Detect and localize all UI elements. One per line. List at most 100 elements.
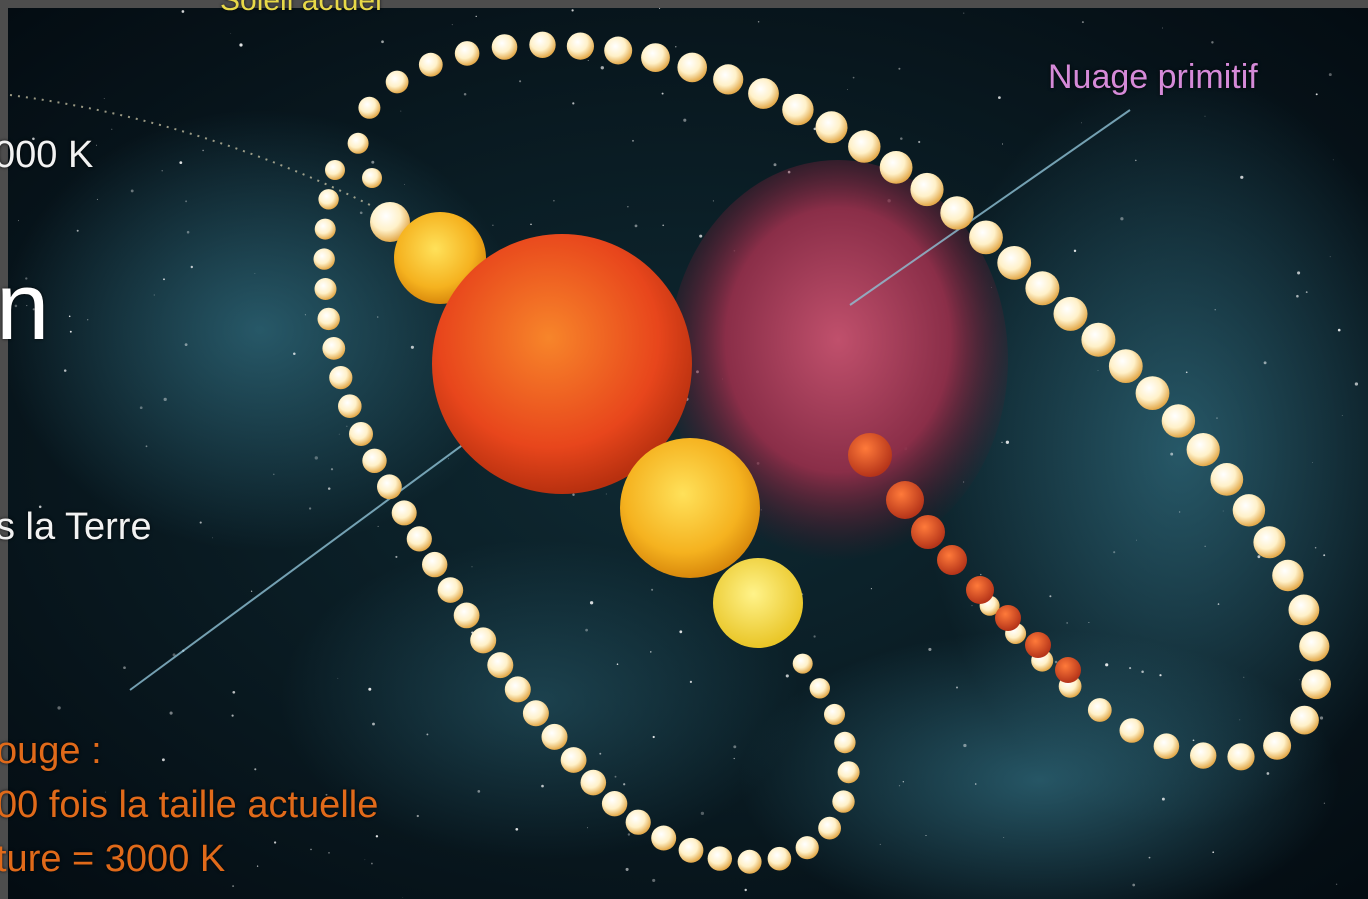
star [200, 522, 202, 524]
sun-stage-pearl [567, 33, 594, 60]
star [251, 591, 252, 592]
star [1098, 370, 1099, 371]
sun-stage-pearl [810, 678, 830, 698]
star [1067, 622, 1068, 623]
star [274, 841, 276, 843]
sun-stage-pearl [454, 603, 480, 629]
protostar-ember [995, 605, 1021, 631]
sun-stage-pearl [1054, 297, 1088, 331]
red-giant-label-line-1: ouge : [0, 730, 102, 773]
star [97, 199, 98, 200]
sun-stage-pearl [386, 71, 409, 94]
protostar-ember [1055, 657, 1081, 683]
yellow-sun-small [713, 558, 803, 648]
star [617, 663, 619, 665]
star [187, 231, 190, 234]
star [880, 844, 881, 845]
star [519, 80, 521, 82]
star [1002, 144, 1003, 145]
star [963, 13, 964, 14]
sun-stage-pearl [1154, 733, 1180, 759]
star [733, 745, 736, 748]
star [626, 868, 629, 871]
star [601, 66, 604, 69]
star [1136, 540, 1137, 541]
star [588, 60, 589, 61]
star [541, 785, 544, 788]
star [402, 897, 403, 898]
star [690, 681, 692, 683]
earth-label: s la Terre [0, 506, 152, 549]
sun-stage-pearl [338, 394, 362, 418]
star [337, 678, 338, 679]
star [1055, 661, 1058, 664]
sun-stage-pearl [470, 627, 496, 653]
star [1243, 677, 1244, 678]
star [1135, 160, 1137, 162]
star [653, 736, 655, 738]
protostar-ember [848, 433, 892, 477]
sun-stage-pearl [581, 770, 607, 796]
sun-stage-pearl [1210, 463, 1243, 496]
star [426, 733, 428, 735]
star [1299, 679, 1300, 680]
sun-stage-pearl [492, 34, 518, 60]
star [1141, 670, 1144, 673]
star [530, 224, 531, 225]
star [572, 102, 574, 104]
sun-stage-pearl [362, 168, 382, 188]
sun-stage-pearl [419, 53, 443, 77]
star [1170, 453, 1173, 456]
sun-stage-pearl [1301, 670, 1331, 700]
star [1162, 798, 1165, 801]
star [305, 314, 306, 315]
sun-stage-pearl [392, 500, 417, 525]
star [273, 474, 274, 475]
star [1132, 884, 1135, 887]
temperature-label: 000 K [0, 134, 93, 177]
star [1315, 547, 1317, 549]
star [232, 691, 235, 694]
star [956, 687, 958, 689]
star [371, 863, 373, 865]
star [395, 556, 397, 558]
star [587, 827, 588, 828]
star [57, 706, 60, 709]
sun-stage-pearl [838, 761, 860, 783]
star [182, 10, 185, 13]
sun-stage-pearl [1081, 323, 1115, 357]
star [972, 605, 973, 606]
star [847, 89, 848, 90]
star [635, 225, 638, 228]
sun-stage-pearl [1290, 706, 1319, 735]
star [662, 224, 664, 226]
sun-stage-pearl [1187, 433, 1220, 466]
star [96, 145, 97, 146]
star [1333, 159, 1334, 160]
star [1001, 442, 1002, 443]
star [1205, 116, 1206, 117]
star [170, 712, 173, 715]
star [662, 93, 664, 95]
sun-stage-pearl [422, 552, 447, 577]
sun-stage-pearl [677, 53, 707, 83]
star [898, 68, 900, 70]
star [146, 445, 148, 447]
star [679, 630, 682, 633]
sun-stage-pearl [796, 836, 819, 859]
star [699, 235, 702, 238]
star [64, 369, 67, 372]
star [476, 16, 477, 17]
star [452, 24, 453, 25]
star [404, 184, 405, 185]
star [1006, 441, 1009, 444]
star [87, 319, 88, 320]
star [339, 434, 340, 435]
primitive-cloud-label: Nuage primitif [1048, 58, 1258, 97]
star [328, 487, 331, 490]
big-letter-label: n [0, 252, 49, 362]
star [154, 295, 155, 296]
sun-stage-pearl [834, 732, 855, 753]
sun-stage-pearl [318, 308, 340, 330]
sun-stage-pearl [816, 111, 848, 143]
